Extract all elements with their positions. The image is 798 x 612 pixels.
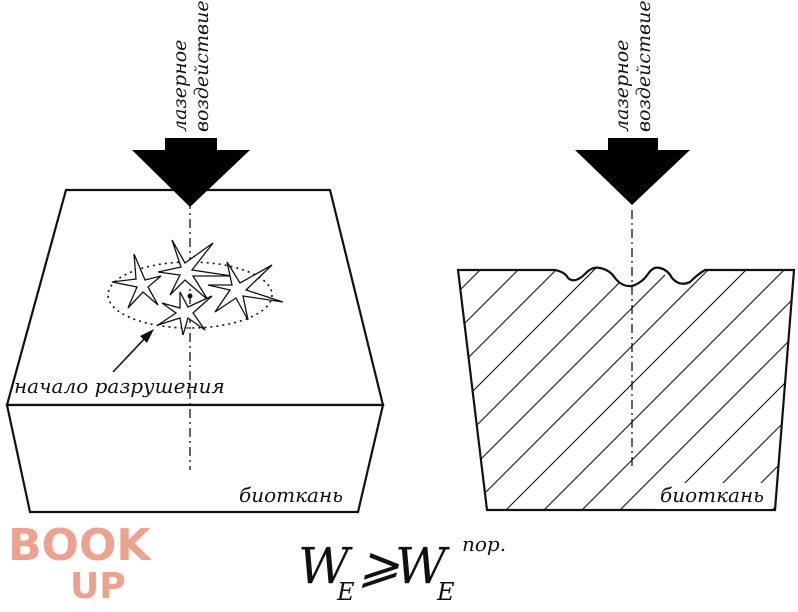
hatch-line bbox=[458, 268, 529, 510]
tissue-block-top-face bbox=[5, 188, 385, 407]
tissue-hatching bbox=[458, 268, 794, 510]
watermark-logo: BOOK UP bbox=[8, 520, 152, 607]
tissue-label-right-bg bbox=[655, 483, 773, 509]
crack-star-3 bbox=[207, 261, 284, 321]
right-panel: лазерное воздействие биоткань bbox=[456, 0, 796, 512]
destruction-start-label: начало разрушения bbox=[14, 374, 225, 398]
threshold-formula: W E ⩾ W E пор. bbox=[298, 532, 506, 606]
tissue-label-left: биоткань bbox=[239, 483, 343, 507]
left-panel: лазерное воздействие начало разрушения б… bbox=[5, 0, 385, 514]
laser-arrow-left bbox=[132, 138, 250, 207]
tissue-label-right: биоткань bbox=[660, 483, 764, 507]
arrow-label-right-line2: воздействие bbox=[633, 0, 655, 132]
crack-star-1 bbox=[111, 253, 162, 309]
watermark-line2: UP bbox=[70, 566, 126, 607]
hatch-line bbox=[571, 268, 794, 510]
formula-w-left: W bbox=[298, 537, 353, 595]
hatch-line bbox=[495, 268, 757, 510]
crack-star-4 bbox=[157, 291, 213, 336]
formula-relation: ⩾ bbox=[358, 536, 400, 594]
hatch-line bbox=[458, 268, 643, 510]
formula-sub-left: E bbox=[336, 578, 355, 606]
arrow-label-right-line1: лазерное bbox=[611, 40, 633, 132]
hatch-line bbox=[458, 268, 681, 510]
formula-sub-right: E bbox=[436, 578, 455, 606]
tissue-block-front-face bbox=[5, 403, 385, 514]
destruction-pointer-line bbox=[112, 334, 149, 373]
arrow-label-left-line1: лазерное bbox=[169, 40, 191, 132]
formula-sup-right: пор. bbox=[462, 532, 506, 556]
laser-arrow-right bbox=[575, 138, 690, 205]
hatch-line bbox=[723, 268, 794, 510]
hatch-line bbox=[458, 268, 605, 510]
destruction-pointer-head bbox=[140, 329, 154, 343]
hatch-line bbox=[685, 268, 794, 510]
hatch-line bbox=[458, 268, 719, 510]
watermark-line1: BOOK bbox=[8, 520, 152, 571]
hatch-line bbox=[647, 268, 794, 510]
hatch-line bbox=[609, 268, 794, 510]
hatch-line bbox=[458, 268, 567, 510]
tissue-section-outline bbox=[456, 266, 796, 512]
hatch-line bbox=[533, 268, 794, 510]
focus-point bbox=[187, 293, 193, 299]
formula-w-right: W bbox=[395, 537, 450, 595]
arrow-label-left-line2: воздействие bbox=[191, 0, 213, 132]
